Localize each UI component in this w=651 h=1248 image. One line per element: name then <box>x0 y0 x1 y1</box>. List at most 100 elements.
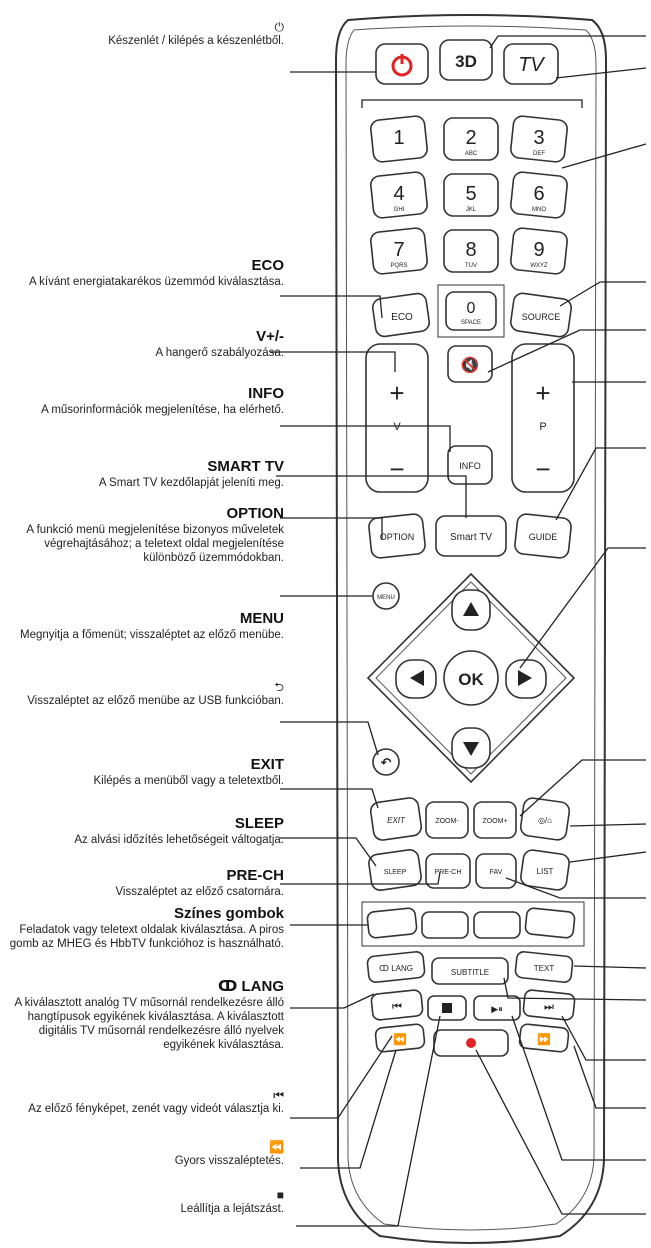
digit-letters: PQRS <box>390 263 407 269</box>
svg-text:SUBTITLE: SUBTITLE <box>451 968 489 977</box>
zero-button[interactable]: 0 SPACE <box>445 291 497 331</box>
svg-text:ZOOM-: ZOOM- <box>435 818 459 825</box>
fav-button[interactable]: FAV <box>475 853 517 889</box>
zoom-plus-button[interactable]: ZOOM+ <box>473 801 517 839</box>
exit-button[interactable]: EXIT <box>369 797 423 841</box>
smart-tv-button[interactable]: Smart TV <box>435 515 507 557</box>
record-button[interactable] <box>433 1029 509 1057</box>
3d-button[interactable]: 3D <box>439 39 493 81</box>
option-button[interactable]: OPTION <box>368 513 426 559</box>
stop-icon: ■ <box>276 1188 284 1202</box>
prev-icon: ⏮ <box>273 1088 284 1102</box>
play-pause-button[interactable]: ▶⏸ <box>473 995 521 1021</box>
pip-button[interactable]: ◎/⌂ <box>519 797 571 841</box>
source-button[interactable]: SOURCE <box>510 292 573 338</box>
label-title: SLEEP <box>234 815 284 832</box>
svg-text:◎/⌂: ◎/⌂ <box>538 816 552 825</box>
tv-label: TV <box>518 54 545 76</box>
menu-button[interactable]: MENU <box>372 582 400 610</box>
label-title: V+/- <box>256 328 284 345</box>
label-title: ECO <box>251 257 284 274</box>
label-description: Az előző fényképet, zenét vagy videót vá… <box>28 1103 284 1115</box>
digit-label: 4 <box>393 183 404 205</box>
label-description: Leállítja a lejátszást. <box>180 1203 284 1215</box>
label-description: Visszaléptet az előző menübe az USB funk… <box>27 695 284 707</box>
3d-label: 3D <box>455 52 477 71</box>
back-button[interactable]: ↶ <box>372 748 400 776</box>
info-button[interactable]: INFO <box>447 445 493 485</box>
svg-text:−: − <box>535 454 550 484</box>
svg-text:OPTION: OPTION <box>380 532 415 542</box>
zoom-minus-button[interactable]: ZOOM- <box>425 801 469 839</box>
svg-text:FAV: FAV <box>490 869 503 876</box>
digit-1-button[interactable]: 1 <box>370 115 428 163</box>
digit-label: 3 <box>533 127 544 149</box>
ok-button[interactable]: OK <box>443 650 499 706</box>
blue-button[interactable] <box>524 907 576 939</box>
red-button[interactable] <box>366 907 418 939</box>
sleep-button[interactable]: SLEEP <box>368 849 423 892</box>
svg-text:SLEEP: SLEEP <box>384 869 407 876</box>
label-description: Visszaléptet az előző csatornára. <box>115 886 284 898</box>
volume-rocker[interactable]: + V − <box>365 343 429 493</box>
digit-letters: JKL <box>466 207 477 213</box>
label-title: OPTION <box>226 505 284 522</box>
rewind-button[interactable]: ⏪ <box>374 1023 426 1053</box>
mute-button[interactable]: 🔇 <box>447 345 493 383</box>
pre-ch-button[interactable]: PRE-CH <box>425 853 471 889</box>
svg-text:INFO: INFO <box>459 461 481 471</box>
yellow-button[interactable] <box>473 911 521 939</box>
digit-label: 1 <box>393 127 404 149</box>
svg-text:⏮: ⏮ <box>392 1001 402 1013</box>
svg-text:−: − <box>389 454 404 484</box>
down-arrow-button[interactable] <box>451 727 491 769</box>
digit-letters: ABC <box>465 151 478 157</box>
guide-button[interactable]: GUIDE <box>514 513 572 559</box>
label-description: Megnyitja a főmenüt; visszaléptet az elő… <box>19 629 284 641</box>
svg-text:TEXT: TEXT <box>534 964 555 973</box>
green-button[interactable] <box>421 911 469 939</box>
svg-text:EXIT: EXIT <box>387 816 406 825</box>
list-button[interactable]: LIST <box>520 849 571 891</box>
label-description: A hangerő szabályozása. <box>155 347 284 359</box>
fast-forward-button[interactable]: ⏩ <box>518 1023 570 1053</box>
next-button[interactable]: ⏭ <box>522 989 576 1021</box>
svg-text:🔇: 🔇 <box>461 356 480 374</box>
svg-text:⏪: ⏪ <box>393 1033 407 1046</box>
up-arrow-button[interactable] <box>451 589 491 631</box>
tv-button[interactable]: TV <box>503 43 559 85</box>
label-title: Színes gombok <box>173 905 284 922</box>
label-title: EXIT <box>250 756 284 773</box>
label-description: A kívánt energiatakarékos üzemmód kivála… <box>28 276 284 288</box>
digit-label: 5 <box>465 183 476 205</box>
digit-letters: TUV <box>465 263 477 269</box>
lang-button[interactable]: ↀ LANG <box>366 951 426 983</box>
digit-label: 6 <box>533 183 544 205</box>
label-description: A Smart TV kezdőlapját jeleníti meg. <box>98 477 284 489</box>
subtitle-button[interactable]: SUBTITLE <box>431 957 509 985</box>
right-arrow-button[interactable] <box>505 659 547 699</box>
stop-button[interactable] <box>427 995 467 1021</box>
svg-text:▶⏸: ▶⏸ <box>491 1004 502 1014</box>
left-arrow-button[interactable] <box>395 659 437 699</box>
power-button[interactable] <box>375 43 429 85</box>
previous-button[interactable]: ⏮ <box>370 989 424 1021</box>
eco-button[interactable]: ECO <box>371 292 431 338</box>
label-vol: V+/- A hangerő szabályozása. <box>0 328 284 360</box>
program-rocker[interactable]: + P − <box>511 343 575 493</box>
text-button[interactable]: TEXT <box>514 951 574 983</box>
